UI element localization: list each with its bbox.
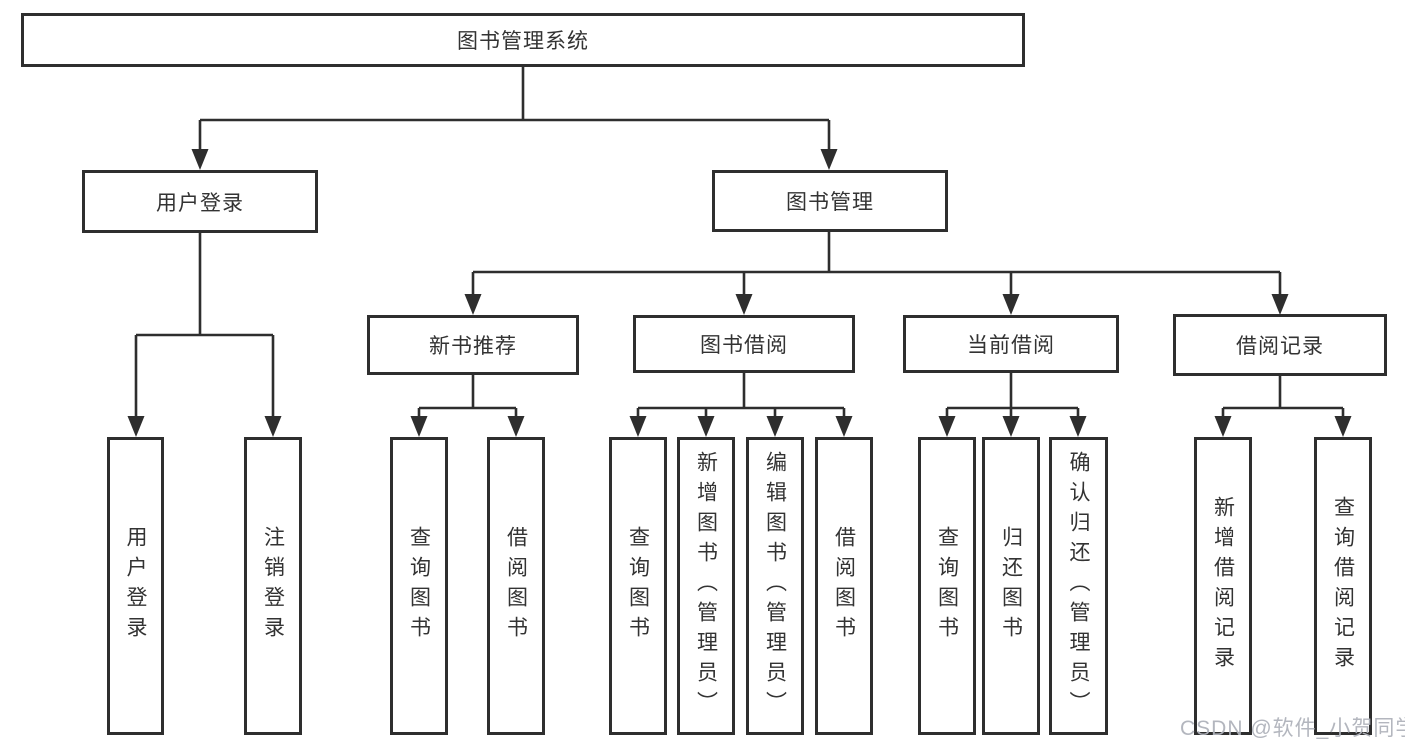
leaf-borrow-books-2: 借阅图书 xyxy=(815,437,873,735)
node-book-management: 图书管理 xyxy=(712,170,948,232)
arrow-down-icon xyxy=(697,416,715,437)
csdn-watermark: CSDN @软件_小贺同学 xyxy=(1180,717,1405,740)
leaf-confirm-return-admin-label: 确认归还（管理员） xyxy=(1067,451,1090,721)
leaf-query-books-1: 查询图书 xyxy=(390,437,448,735)
leaf-borrow-books-2-label: 借阅图书 xyxy=(832,526,856,646)
leaf-confirm-return-admin: 确认归还（管理员） xyxy=(1049,437,1108,735)
node-borrowing-records-label: 借阅记录 xyxy=(1236,335,1324,358)
arrow-down-icon xyxy=(835,416,853,437)
leaf-user-login: 用户登录 xyxy=(107,437,164,735)
arrow-down-icon xyxy=(938,416,956,437)
node-library-management-system-label: 图书管理系统 xyxy=(457,30,589,53)
arrow-down-icon xyxy=(1002,416,1020,437)
arrow-down-icon xyxy=(629,416,647,437)
leaf-query-books-2-label: 查询图书 xyxy=(626,526,650,646)
arrow-down-icon xyxy=(1271,294,1289,315)
leaf-return-books-label: 归还图书 xyxy=(999,526,1023,646)
node-borrowing-records: 借阅记录 xyxy=(1173,314,1387,376)
leaf-add-borrow-record: 新增借阅记录 xyxy=(1194,437,1252,735)
arrow-down-icon xyxy=(766,416,784,437)
leaf-add-borrow-record-label: 新增借阅记录 xyxy=(1211,496,1235,676)
node-user-login: 用户登录 xyxy=(82,170,318,233)
node-book-management-label: 图书管理 xyxy=(786,191,874,214)
leaf-borrow-books-1-label: 借阅图书 xyxy=(504,526,528,646)
tree-edges xyxy=(134,67,1345,419)
leaf-query-borrow-record: 查询借阅记录 xyxy=(1314,437,1372,735)
leaf-add-books-admin: 新增图书（管理员） xyxy=(677,437,735,735)
arrow-down-icon xyxy=(820,149,838,170)
arrow-down-icon xyxy=(191,149,209,170)
leaf-edit-books-admin-label: 编辑图书（管理员） xyxy=(763,451,787,721)
arrow-down-icon xyxy=(1002,294,1020,315)
leaf-borrow-books-1: 借阅图书 xyxy=(487,437,545,735)
node-book-borrowing-label: 图书借阅 xyxy=(700,334,788,357)
arrow-down-icon xyxy=(1069,416,1087,437)
arrow-down-icon xyxy=(1214,416,1232,437)
leaf-query-books-2: 查询图书 xyxy=(609,437,667,735)
leaf-query-books-3-label: 查询图书 xyxy=(935,526,959,646)
arrow-down-icon xyxy=(410,416,428,437)
arrow-down-icon xyxy=(264,416,282,437)
node-current-borrowing-label: 当前借阅 xyxy=(967,334,1055,357)
leaf-add-books-admin-label: 新增图书（管理员） xyxy=(694,451,718,721)
node-current-borrowing: 当前借阅 xyxy=(903,315,1119,373)
node-new-book-recommendation-label: 新书推荐 xyxy=(429,335,517,358)
leaf-query-books-1-label: 查询图书 xyxy=(407,526,431,646)
arrow-down-icon xyxy=(735,294,753,315)
arrowheads xyxy=(127,149,1352,437)
node-library-management-system: 图书管理系统 xyxy=(21,13,1025,67)
leaf-logout-label: 注销登录 xyxy=(261,526,285,646)
leaf-user-login-label: 用户登录 xyxy=(124,526,147,646)
arrow-down-icon xyxy=(464,294,482,315)
arrow-down-icon xyxy=(127,416,145,437)
leaf-return-books: 归还图书 xyxy=(982,437,1040,735)
leaf-edit-books-admin: 编辑图书（管理员） xyxy=(746,437,804,735)
node-book-borrowing: 图书借阅 xyxy=(633,315,855,373)
node-user-login-label: 用户登录 xyxy=(156,191,244,215)
arrow-down-icon xyxy=(1334,416,1352,437)
leaf-logout: 注销登录 xyxy=(244,437,302,735)
leaf-query-books-3: 查询图书 xyxy=(918,437,976,735)
arrow-down-icon xyxy=(507,416,525,437)
node-new-book-recommendation: 新书推荐 xyxy=(367,315,579,375)
leaf-query-borrow-record-label: 查询借阅记录 xyxy=(1331,496,1355,676)
